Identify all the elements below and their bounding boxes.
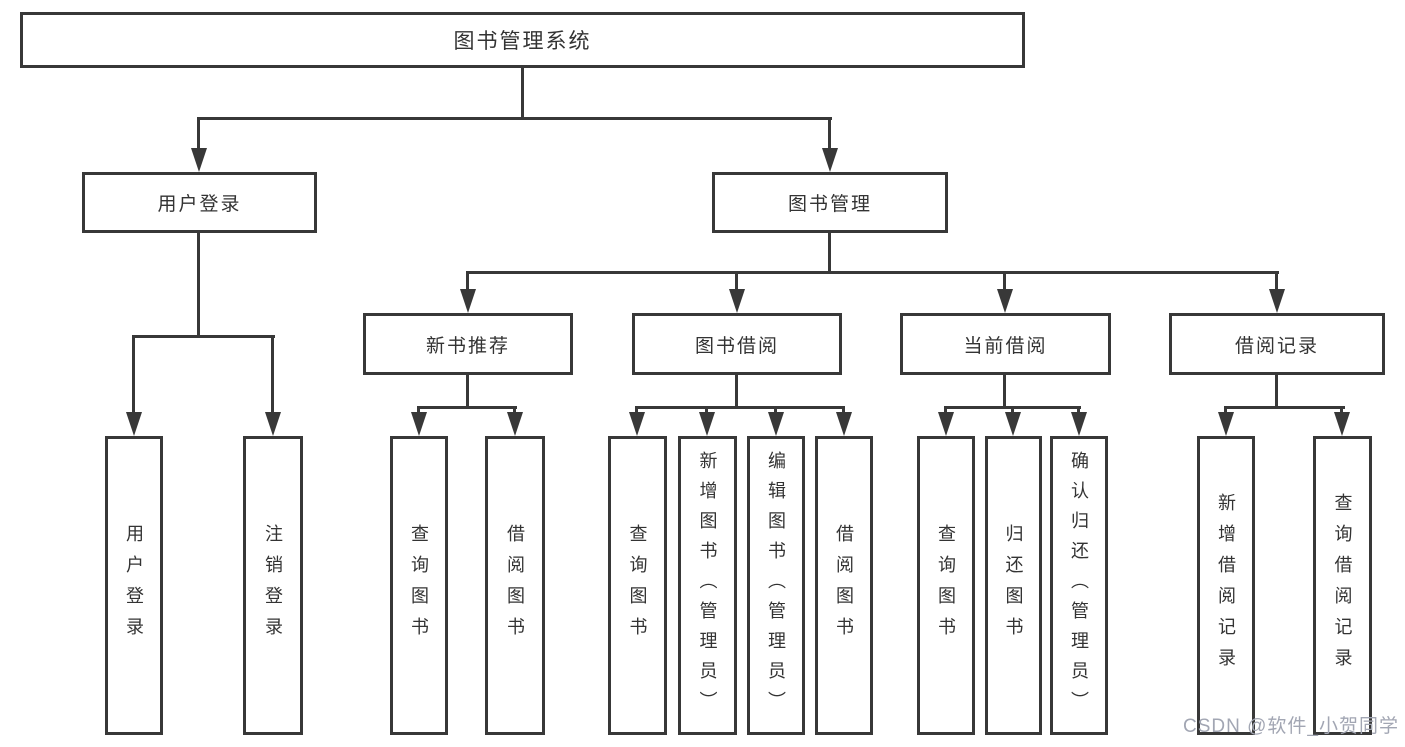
node-library-system: 图书管理系统	[20, 12, 1025, 68]
connector-line	[197, 233, 200, 338]
connector-line	[1224, 406, 1227, 416]
arrow-down-icon	[997, 289, 1013, 313]
node-user-login: 用户登录	[82, 172, 317, 233]
leaf-borrow-books: 借阅图书	[815, 436, 873, 735]
connector-line	[635, 406, 845, 409]
connector-line	[466, 271, 469, 293]
leaf-query-books-recommend: 查询图书	[390, 436, 448, 735]
leaf-confirm-return-admin: 确认归还（管理员）	[1050, 436, 1108, 735]
connector-line	[735, 271, 738, 293]
connector-line	[1003, 375, 1006, 409]
node-borrow-records: 借阅记录	[1169, 313, 1385, 375]
watermark: CSDN @软件_小贺同学	[1183, 716, 1399, 737]
connector-line	[774, 406, 777, 416]
leaf-query-books-borrowing: 查询图书	[608, 436, 667, 735]
connector-line	[466, 271, 1279, 274]
connector-line	[132, 335, 275, 338]
arrow-down-icon	[126, 412, 142, 436]
connector-line	[521, 68, 524, 119]
connector-line	[1003, 271, 1006, 293]
arrow-down-icon	[1071, 412, 1087, 436]
connector-line	[1011, 406, 1014, 416]
arrow-down-icon	[1005, 412, 1021, 436]
leaf-add-book-admin: 新增图书（管理员）	[678, 436, 737, 735]
connector-line	[1077, 406, 1080, 416]
arrow-down-icon	[938, 412, 954, 436]
arrow-down-icon	[191, 148, 207, 172]
node-book-borrowing: 图书借阅	[632, 313, 842, 375]
connector-line	[197, 117, 200, 151]
node-current-borrowing: 当前借阅	[900, 313, 1111, 375]
connector-line	[635, 406, 638, 416]
leaf-user-login: 用户登录	[105, 436, 163, 735]
connector-line	[417, 406, 420, 416]
node-book-management: 图书管理	[712, 172, 948, 233]
arrow-down-icon	[836, 412, 852, 436]
connector-line	[1224, 406, 1345, 409]
arrow-down-icon	[768, 412, 784, 436]
connector-line	[735, 375, 738, 409]
arrow-down-icon	[1218, 412, 1234, 436]
node-new-book-recommend: 新书推荐	[363, 313, 573, 375]
connector-line	[1275, 375, 1278, 409]
arrow-down-icon	[460, 289, 476, 313]
arrow-down-icon	[1269, 289, 1285, 313]
connector-line	[828, 117, 831, 151]
arrow-down-icon	[729, 289, 745, 313]
leaf-return-books: 归还图书	[985, 436, 1042, 735]
connector-line	[132, 335, 135, 415]
connector-line	[417, 406, 517, 409]
connector-line	[271, 335, 274, 415]
leaf-logout: 注销登录	[243, 436, 303, 735]
arrow-down-icon	[265, 412, 281, 436]
leaf-query-borrow-record: 查询借阅记录	[1313, 436, 1372, 735]
connector-line	[828, 233, 831, 274]
leaf-add-borrow-record: 新增借阅记录	[1197, 436, 1255, 735]
connector-line	[466, 375, 469, 409]
arrow-down-icon	[822, 148, 838, 172]
leaf-borrow-books-recommend: 借阅图书	[485, 436, 545, 735]
connector-line	[1340, 406, 1343, 416]
connector-line	[842, 406, 845, 416]
leaf-query-books-current: 查询图书	[917, 436, 975, 735]
arrow-down-icon	[507, 412, 523, 436]
connector-line	[1275, 271, 1278, 293]
connector-line	[705, 406, 708, 416]
leaf-edit-book-admin: 编辑图书（管理员）	[747, 436, 805, 735]
connector-line	[197, 117, 832, 120]
arrow-down-icon	[1334, 412, 1350, 436]
arrow-down-icon	[699, 412, 715, 436]
arrow-down-icon	[629, 412, 645, 436]
arrow-down-icon	[411, 412, 427, 436]
connector-line	[944, 406, 947, 416]
connector-line	[513, 406, 516, 416]
